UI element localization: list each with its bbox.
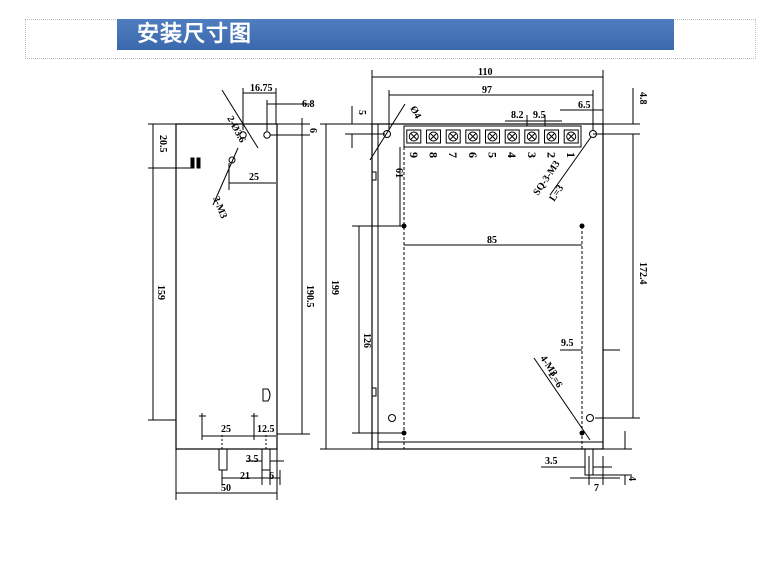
terminal-cross-icon [567, 133, 575, 140]
terminal-screw-icon [546, 131, 557, 142]
dim-172-4: 172.4 [637, 262, 648, 285]
dim-3-5-left: 3.5 [246, 454, 259, 465]
dim-110: 110 [478, 67, 492, 78]
dim-5: 5 [356, 110, 367, 115]
page-title: 安装尺寸图 [137, 22, 253, 47]
terminal-cell [465, 129, 481, 144]
terminal-cell [524, 129, 540, 144]
dim-199: 199 [329, 280, 340, 295]
terminal-cross-icon [548, 133, 555, 140]
dim-6-bottom: 6 [269, 471, 274, 482]
terminal-screw-icon [448, 131, 459, 142]
dim-21: 21 [240, 471, 250, 482]
terminal-screw-icon [408, 131, 419, 142]
terminal-number: 1 [564, 152, 578, 158]
terminal-cell [563, 129, 579, 144]
dim-9-5-top: 9.5 [533, 110, 546, 121]
terminal-cross-icon [430, 133, 437, 140]
terminal-cell [426, 129, 441, 144]
terminal-number: 2 [545, 152, 559, 158]
dim-l6: L=6 [546, 370, 565, 391]
terminal-cell [445, 129, 461, 144]
dim-6-5: 6.5 [578, 100, 591, 111]
terminal-screw-icon [428, 131, 439, 142]
terminal-screw-icon [487, 131, 498, 142]
terminal-number: 9 [407, 152, 421, 158]
dim-6-8: 6.8 [302, 99, 315, 110]
dim-7: 7 [594, 483, 599, 494]
dim-50: 50 [221, 483, 231, 494]
terminal-number: 7 [446, 152, 460, 158]
dim-16-75: 16.75 [250, 83, 273, 94]
dim-12-5: 12.5 [257, 424, 275, 435]
dim-9-5-mid: 9.5 [561, 338, 574, 349]
dim-25-top: 25 [249, 172, 259, 183]
terminal-number: 8 [427, 152, 441, 158]
terminal-cross-icon [449, 133, 457, 140]
terminal-cell [544, 129, 559, 144]
terminal-number: 3 [525, 152, 539, 158]
terminal-number: 4 [505, 152, 519, 158]
dim-6: 6 [307, 128, 318, 133]
dim-3-m3: 3-M3 [210, 195, 229, 220]
terminal-cross-icon [410, 133, 418, 140]
dim-3-5-right: 3.5 [545, 456, 558, 467]
terminal-screw-icon [526, 131, 537, 142]
terminal-number: 6 [466, 152, 480, 158]
dim-20-5: 20.5 [157, 135, 168, 153]
terminal-screw-icon [566, 131, 577, 142]
dim-4-8: 4.8 [637, 92, 648, 105]
dim-8-2: 8.2 [511, 110, 524, 121]
terminal-cell [406, 129, 422, 144]
dim-97: 97 [482, 85, 492, 96]
dim-85: 85 [487, 235, 497, 246]
terminal-number: 5 [486, 152, 500, 158]
terminal-screw-icon [507, 131, 518, 142]
dim-159: 159 [155, 285, 166, 300]
dim-61: 61 [393, 168, 404, 178]
terminal-cross-icon [489, 133, 496, 140]
terminal-cross-icon [528, 133, 536, 140]
terminal-screw-icon [467, 131, 478, 142]
dim-126: 126 [361, 333, 372, 348]
dim-l3: L=3 [547, 183, 566, 204]
terminal-cell [504, 129, 520, 144]
dim-phi4: Ø4 [407, 104, 423, 120]
side-view [148, 88, 310, 500]
dim-25-bottom: 25 [221, 424, 231, 435]
dim-190-5: 190.5 [304, 285, 315, 308]
dim-2-phi3-6: 2-Ø3.6 [224, 114, 247, 144]
terminal-cell [485, 129, 500, 144]
terminal-cross-icon [469, 133, 477, 140]
title-banner: 安装尺寸图 [117, 19, 674, 50]
dim-4: 4 [626, 476, 637, 481]
front-view [320, 70, 640, 485]
terminal-cross-icon [508, 133, 516, 140]
